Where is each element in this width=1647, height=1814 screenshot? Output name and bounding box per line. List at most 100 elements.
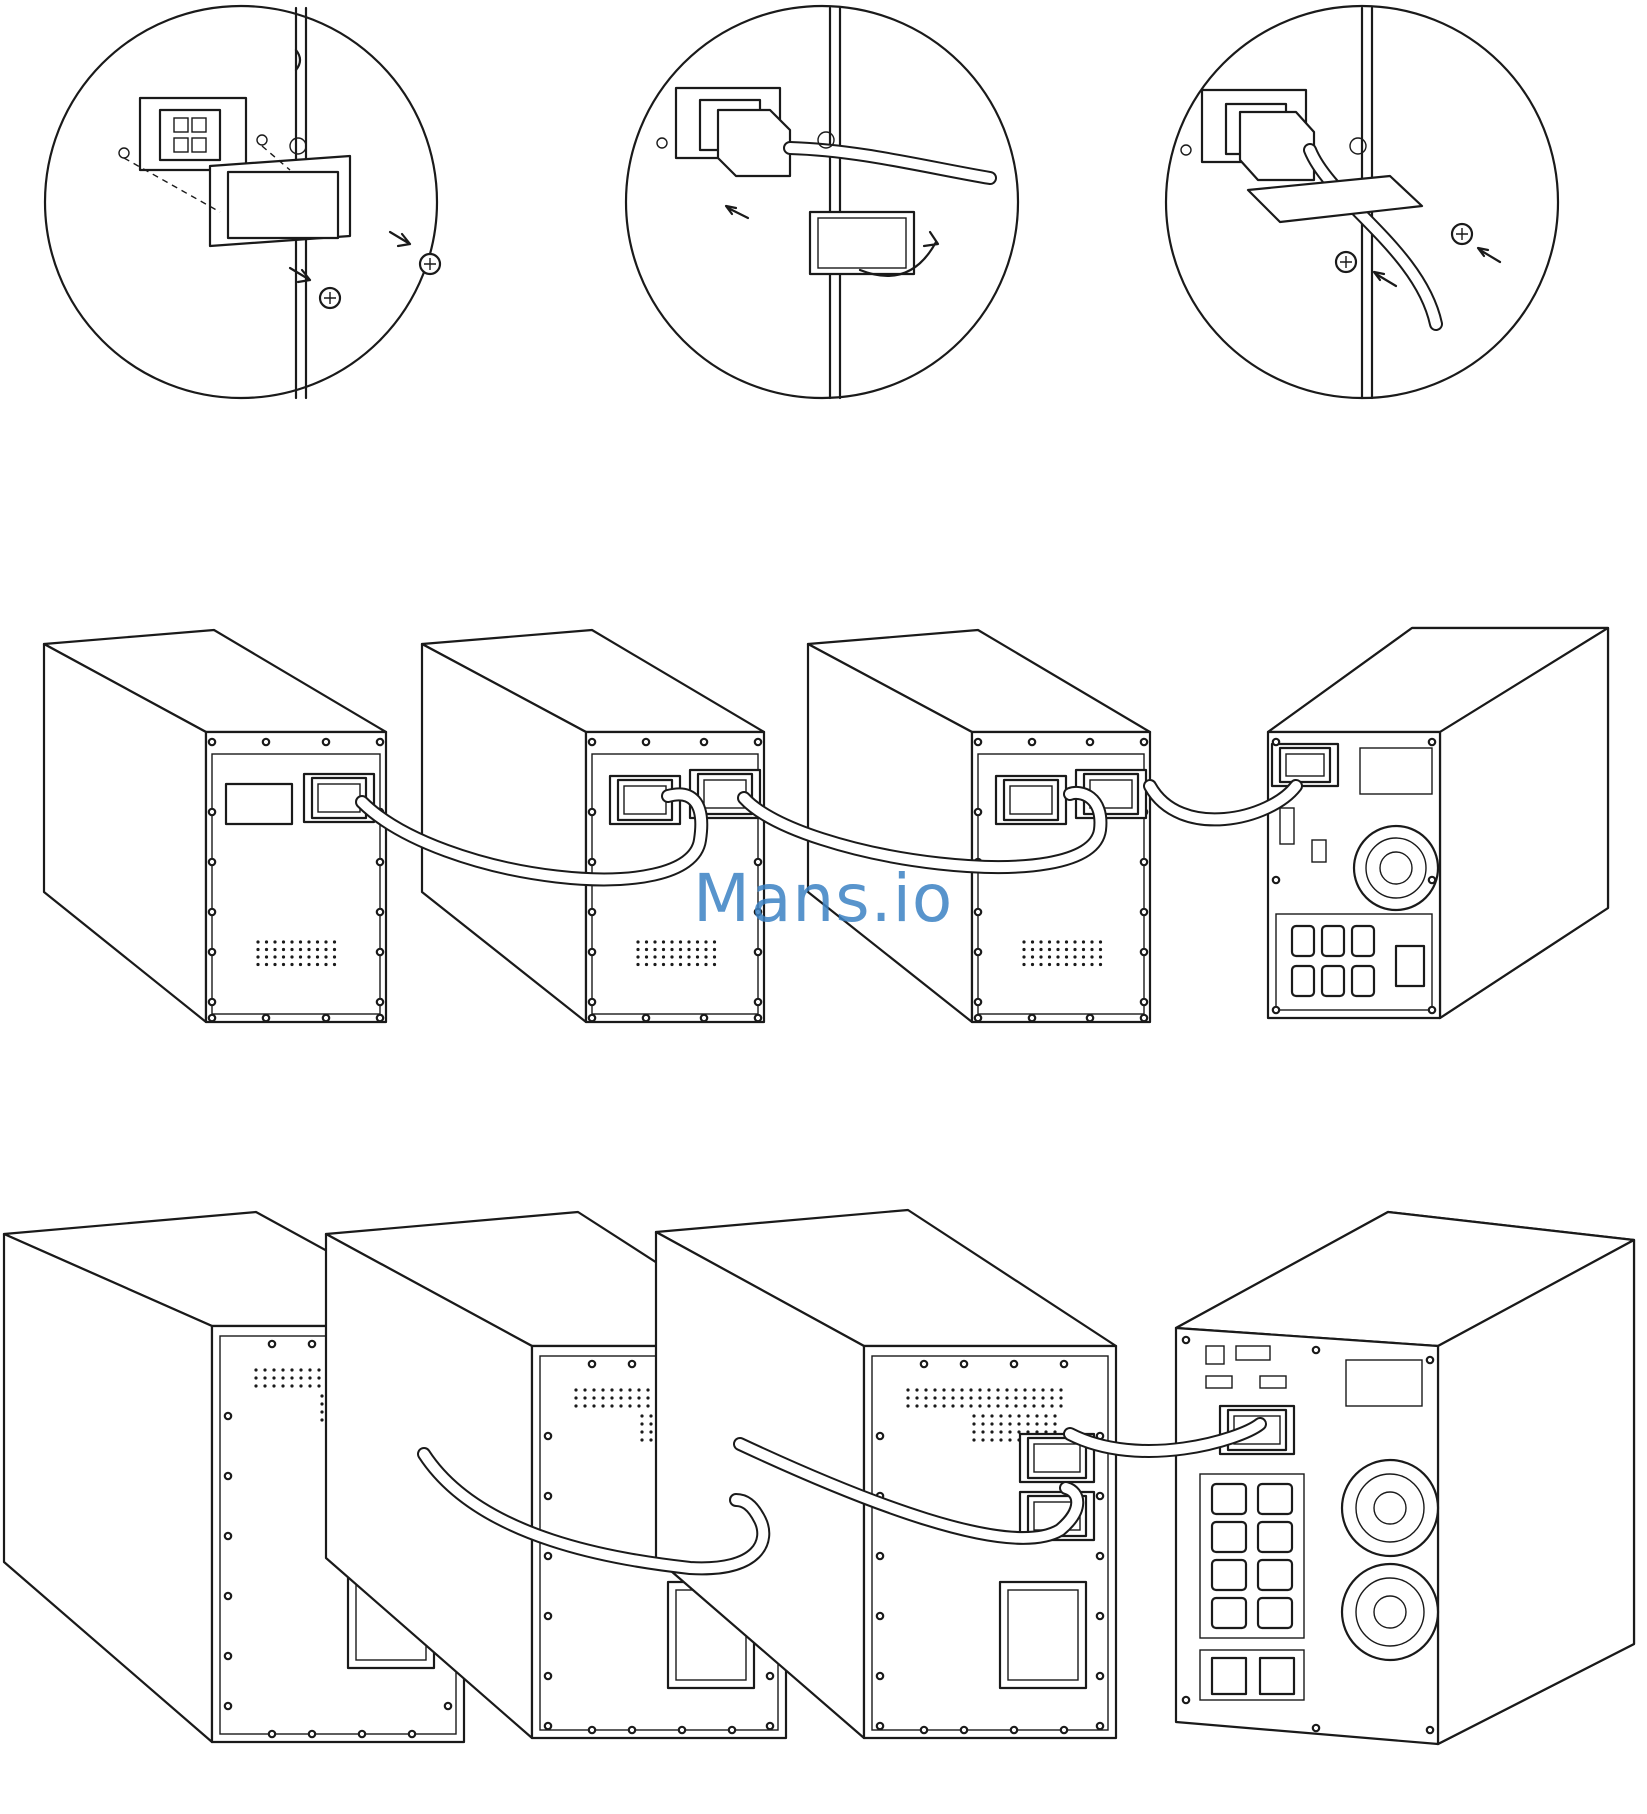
outlet-icon [1256,1558,1294,1592]
detail-panel-connect-cable [624,4,1020,400]
screw-icon [375,737,385,747]
vent-hole [670,962,674,967]
vent-hole [299,1384,303,1388]
screw-icon [1427,875,1437,885]
ebm-cabinet-1 [42,628,388,1024]
ebm-cabinet-3 [806,628,1152,1024]
screw-icon [699,1013,709,1023]
vent-hole [712,947,717,952]
vent-hole [299,1376,303,1380]
vent-hole [272,1376,276,1380]
fan-ring-inner [1373,1595,1407,1629]
vent-hole [619,1396,623,1400]
vent-hole [281,940,286,944]
vent-hole [263,1368,267,1372]
vent-hole [1090,947,1094,952]
vent-hole [1022,947,1026,952]
vent-hole [661,947,666,952]
vent-hole [307,947,311,952]
vent-hole [1035,1422,1039,1426]
vent-hole [1047,940,1052,944]
vent-hole [299,1368,303,1372]
screw-icon [627,1725,637,1735]
access-cover-inner [1007,1589,1079,1681]
vent-hole [272,1368,276,1372]
vent-hole [646,1396,650,1400]
detail-panel-secure-cable [1164,4,1560,400]
outlet-icon [1256,1482,1294,1516]
vent-hole [960,1388,964,1392]
vent-hole [1039,940,1043,944]
vent-hole [972,1430,976,1434]
comm-port-icon [1279,807,1295,845]
screw-icon [753,1013,763,1023]
vent-hole [1041,1388,1045,1392]
screw-icon [1427,737,1437,747]
screw-icon [357,1729,367,1739]
vent-hole [320,1394,324,1398]
screw-icon [919,1359,929,1369]
vent-hole [315,962,320,967]
screw-icon [1425,1355,1435,1365]
vent-hole [695,940,700,944]
vent-hole [1022,940,1026,944]
outlet-icon [1350,924,1376,958]
screw-icon [641,737,651,747]
screw-icon [223,1701,233,1711]
vent-hole [687,947,691,952]
vent-hole [996,1388,1000,1392]
vent-hole [653,962,657,967]
vent-hole [712,955,717,959]
vent-hole [324,940,328,944]
vent-hole [1064,955,1069,959]
vent-hole [1044,1422,1048,1426]
vent-hole [644,947,649,952]
outlet-panel [1199,1473,1305,1639]
battery-cable-inner [357,789,707,885]
vent-hole [951,1388,955,1392]
screw-icon [753,997,763,1007]
vent-hole [1039,962,1043,967]
vent-hole [281,962,286,967]
vent-hole [610,1388,614,1392]
vent-hole [1073,940,1077,944]
screw-icon [543,1611,553,1621]
vent-hole [601,1396,605,1400]
vent-hole [317,1368,321,1372]
vent-hole [320,1402,324,1406]
battery-cable-inner [419,1449,769,1574]
vent-hole [619,1404,623,1408]
screw-icon [223,1651,233,1661]
screw-icon [207,857,217,867]
vent-hole [649,1414,653,1418]
screw-icon [1085,1013,1095,1023]
vent-hole [263,1384,267,1388]
vent-hole [1032,1404,1036,1408]
vent-hole [264,947,269,952]
vent-hole [640,1438,644,1442]
vent-hole [1073,947,1077,952]
screw-icon [875,1671,885,1681]
vent-hole [1090,940,1094,944]
vent-hole [592,1396,596,1400]
screw-icon [1311,1723,1321,1733]
vent-hole [1023,1396,1027,1400]
vent-hole [281,955,286,959]
cabinet-chain-small [42,626,1610,1024]
screw-icon [1139,947,1149,957]
vent-hole [636,962,640,967]
ups-main-cabinet [1266,626,1610,1020]
vent-hole [653,947,657,952]
vent-hole [308,1376,312,1380]
rear-panel-inset [977,753,1145,1015]
vent-hole [320,1418,324,1422]
vent-hole [972,1422,976,1426]
vent-hole [332,962,337,967]
screw-icon [543,1671,553,1681]
switch-icon [1205,1375,1233,1389]
vent-hole [574,1404,578,1408]
vent-hole [649,1422,653,1426]
screw-icon [641,1013,651,1023]
screw-icon [973,807,983,817]
